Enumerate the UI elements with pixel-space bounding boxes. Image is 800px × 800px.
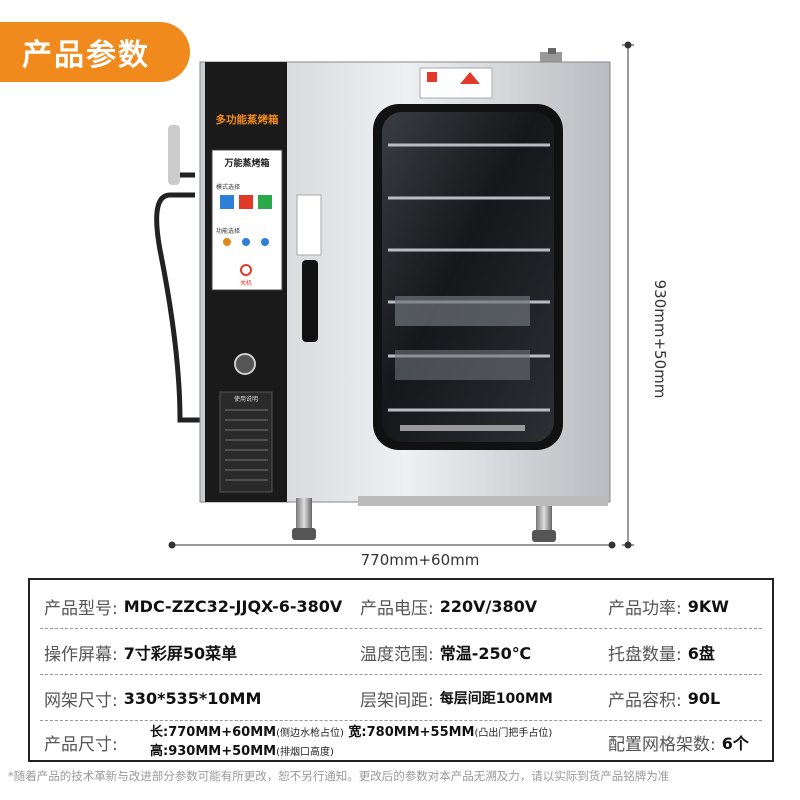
section-title-badge: 产品参数 (0, 22, 190, 82)
spec-label: 产品电压: (360, 598, 434, 619)
width-dimension-line (168, 541, 616, 549)
spec-value: MDC-ZZC32-JJQX-6-380V (123, 596, 343, 616)
oven-panel-title: 多功能蒸烤箱 (215, 114, 279, 126)
screen-mode-label: 模式选择 (216, 184, 241, 191)
spec-row: 产品尺寸: 长:770MM+60MM(侧边水枪占位) 宽:780MM+55MM(… (40, 722, 762, 762)
spec-label: 温度范围: (360, 644, 434, 665)
spec-row: 操作屏幕: 7寸彩屏50菜单 温度范围: 常温-250℃ 托盘数量: 6盘 (40, 630, 762, 674)
screen-title: 万能蒸烤箱 (224, 159, 270, 169)
spec-value: 7寸彩屏50菜单 (123, 644, 238, 663)
spec-label: 托盘数量: (608, 644, 682, 665)
height-dimension-label: 930mm+50mm (651, 279, 669, 399)
screen-func-label: 功能选择 (216, 228, 241, 235)
size-length-note: (侧边水枪占位) (276, 728, 344, 739)
size-width-note: (凸出门把手占位) (474, 728, 553, 739)
spec-value: 220V/380V (439, 596, 538, 616)
footnote: *随着产品的技术革新与改进部分参数可能有所更改，恕不另行通知。更改后的参数对本产… (8, 769, 670, 783)
spec-label: 操作屏幕: (44, 644, 118, 665)
spec-value: 6个 (721, 734, 749, 753)
spec-value: 每层间距100MM (439, 691, 553, 707)
spec-value: 常温-250℃ (439, 644, 532, 663)
spec-label: 层架间距: (360, 690, 434, 711)
spec-label: 产品型号: (44, 598, 118, 619)
spec-label: 配置网格架数: (608, 734, 716, 755)
height-dimension-line (622, 41, 634, 549)
spec-value: 330*535*10MM (123, 688, 262, 708)
spec-label: 产品容积: (608, 690, 682, 711)
spec-label: 产品尺寸: (44, 734, 118, 755)
spec-table: 产品型号:MDC-ZZC32-JJQX-6-380V 产品电压:220V/380… (28, 578, 774, 762)
spec-value: 6盘 (687, 644, 715, 663)
spec-row: 产品型号:MDC-ZZC32-JJQX-6-380V 产品电压:220V/380… (40, 584, 762, 628)
width-dimension-label: 770mm+60mm (360, 551, 480, 569)
size-height-note: (排烟口高度) (276, 747, 334, 758)
spec-value: 9KW (687, 596, 729, 616)
notice-title: 使用说明 (233, 396, 258, 403)
size-length: 长:770MM+60MM (150, 725, 277, 740)
product-size-block: 长:770MM+60MM(侧边水枪占位) 宽:780MM+55MM(凸出门把手占… (150, 724, 552, 762)
size-width: 宽:780MM+55MM (348, 725, 475, 740)
size-height: 高:930MM+50MM (150, 744, 277, 759)
oven-illustration (154, 41, 634, 549)
screen-power-label: 关机 (239, 280, 252, 287)
spec-label: 产品功率: (608, 598, 682, 619)
spec-label: 网架尺寸: (44, 690, 118, 711)
spec-row: 网架尺寸:330*535*10MM 层架间距: 每层间距100MM 产品容积:90… (40, 676, 762, 720)
spec-value: 90L (687, 688, 721, 708)
